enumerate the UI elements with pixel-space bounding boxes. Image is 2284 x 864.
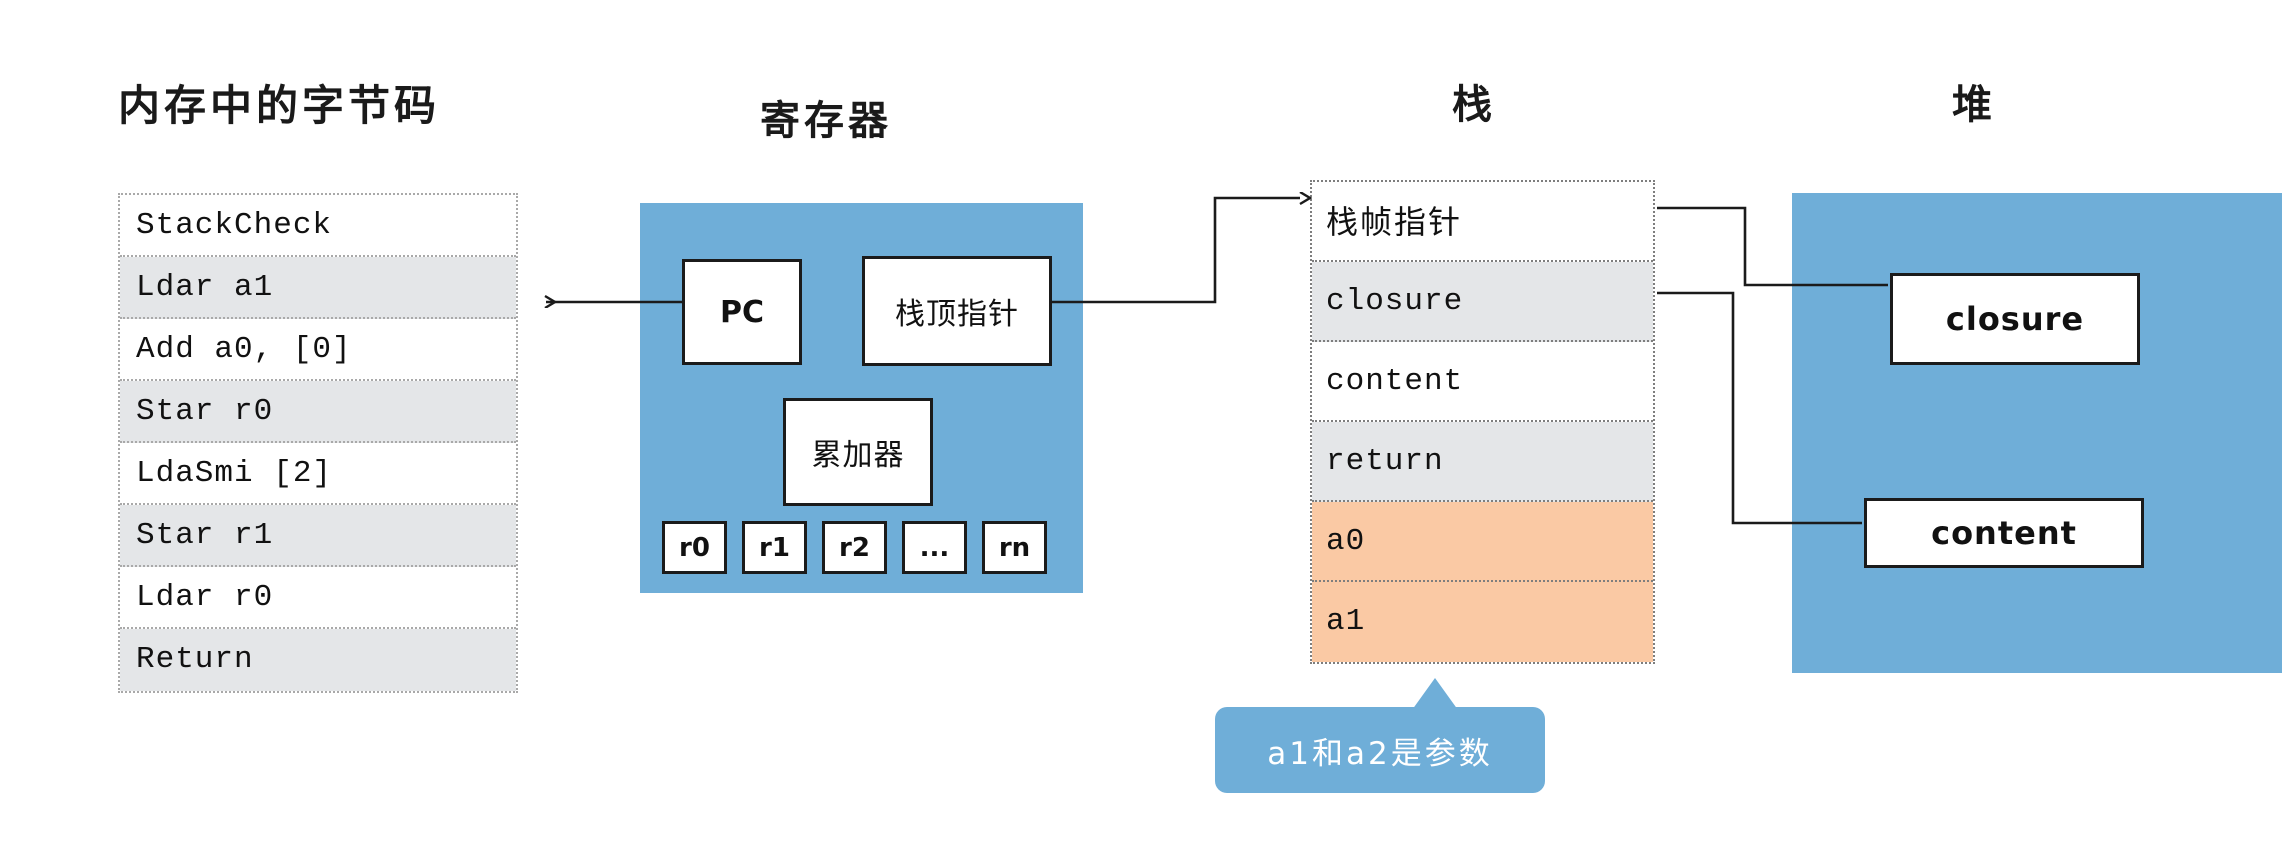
stack-row: 栈帧指针 <box>1312 182 1653 262</box>
callout-bubble: a1和a2是参数 <box>1215 707 1545 793</box>
register-column-title: 寄存器 <box>760 98 892 144</box>
bytecode-row: Star r0 <box>120 381 516 443</box>
callout-pointer <box>1412 678 1458 710</box>
stack-row: content <box>1312 342 1653 422</box>
heap-content-box: content <box>1864 498 2144 568</box>
stack-row: a0 <box>1312 502 1653 582</box>
bytecode-table: StackCheck Ldar a1 Add a0, [0] Star r0 L… <box>118 193 518 693</box>
bytecode-row: Add a0, [0] <box>120 319 516 381</box>
stack-row: return <box>1312 422 1653 502</box>
wire-stackpointer-to-stack <box>1052 198 1300 304</box>
register-slot: r1 <box>742 521 807 574</box>
bytecode-row: Star r1 <box>120 505 516 567</box>
register-accumulator-box: 累加器 <box>783 398 933 506</box>
stack-row: a1 <box>1312 582 1653 662</box>
bytecode-row: StackCheck <box>120 195 516 257</box>
bytecode-row: Return <box>120 629 516 691</box>
register-slot: r2 <box>822 521 887 574</box>
stack-row: closure <box>1312 262 1653 342</box>
register-slot: ... <box>902 521 967 574</box>
register-slot: rn <box>982 521 1047 574</box>
heap-closure-box: closure <box>1890 273 2140 365</box>
bytecode-row: Ldar r0 <box>120 567 516 629</box>
bytecode-row: LdaSmi [2] <box>120 443 516 505</box>
bytecode-row: Ldar a1 <box>120 257 516 319</box>
stack-column-title: 栈 <box>1452 82 1496 128</box>
register-slot: r0 <box>662 521 727 574</box>
register-pc-box: PC <box>682 259 802 365</box>
bytecode-column-title: 内存中的字节码 <box>118 81 441 130</box>
heap-panel: closure content <box>1792 193 2282 673</box>
register-panel: PC 栈顶指针 累加器 r0 r1 r2 ... rn <box>640 203 1083 593</box>
register-stack-pointer-box: 栈顶指针 <box>862 256 1052 366</box>
stack-table: 栈帧指针 closure content return a0 a1 <box>1310 180 1655 664</box>
heap-column-title: 堆 <box>1952 82 1996 128</box>
